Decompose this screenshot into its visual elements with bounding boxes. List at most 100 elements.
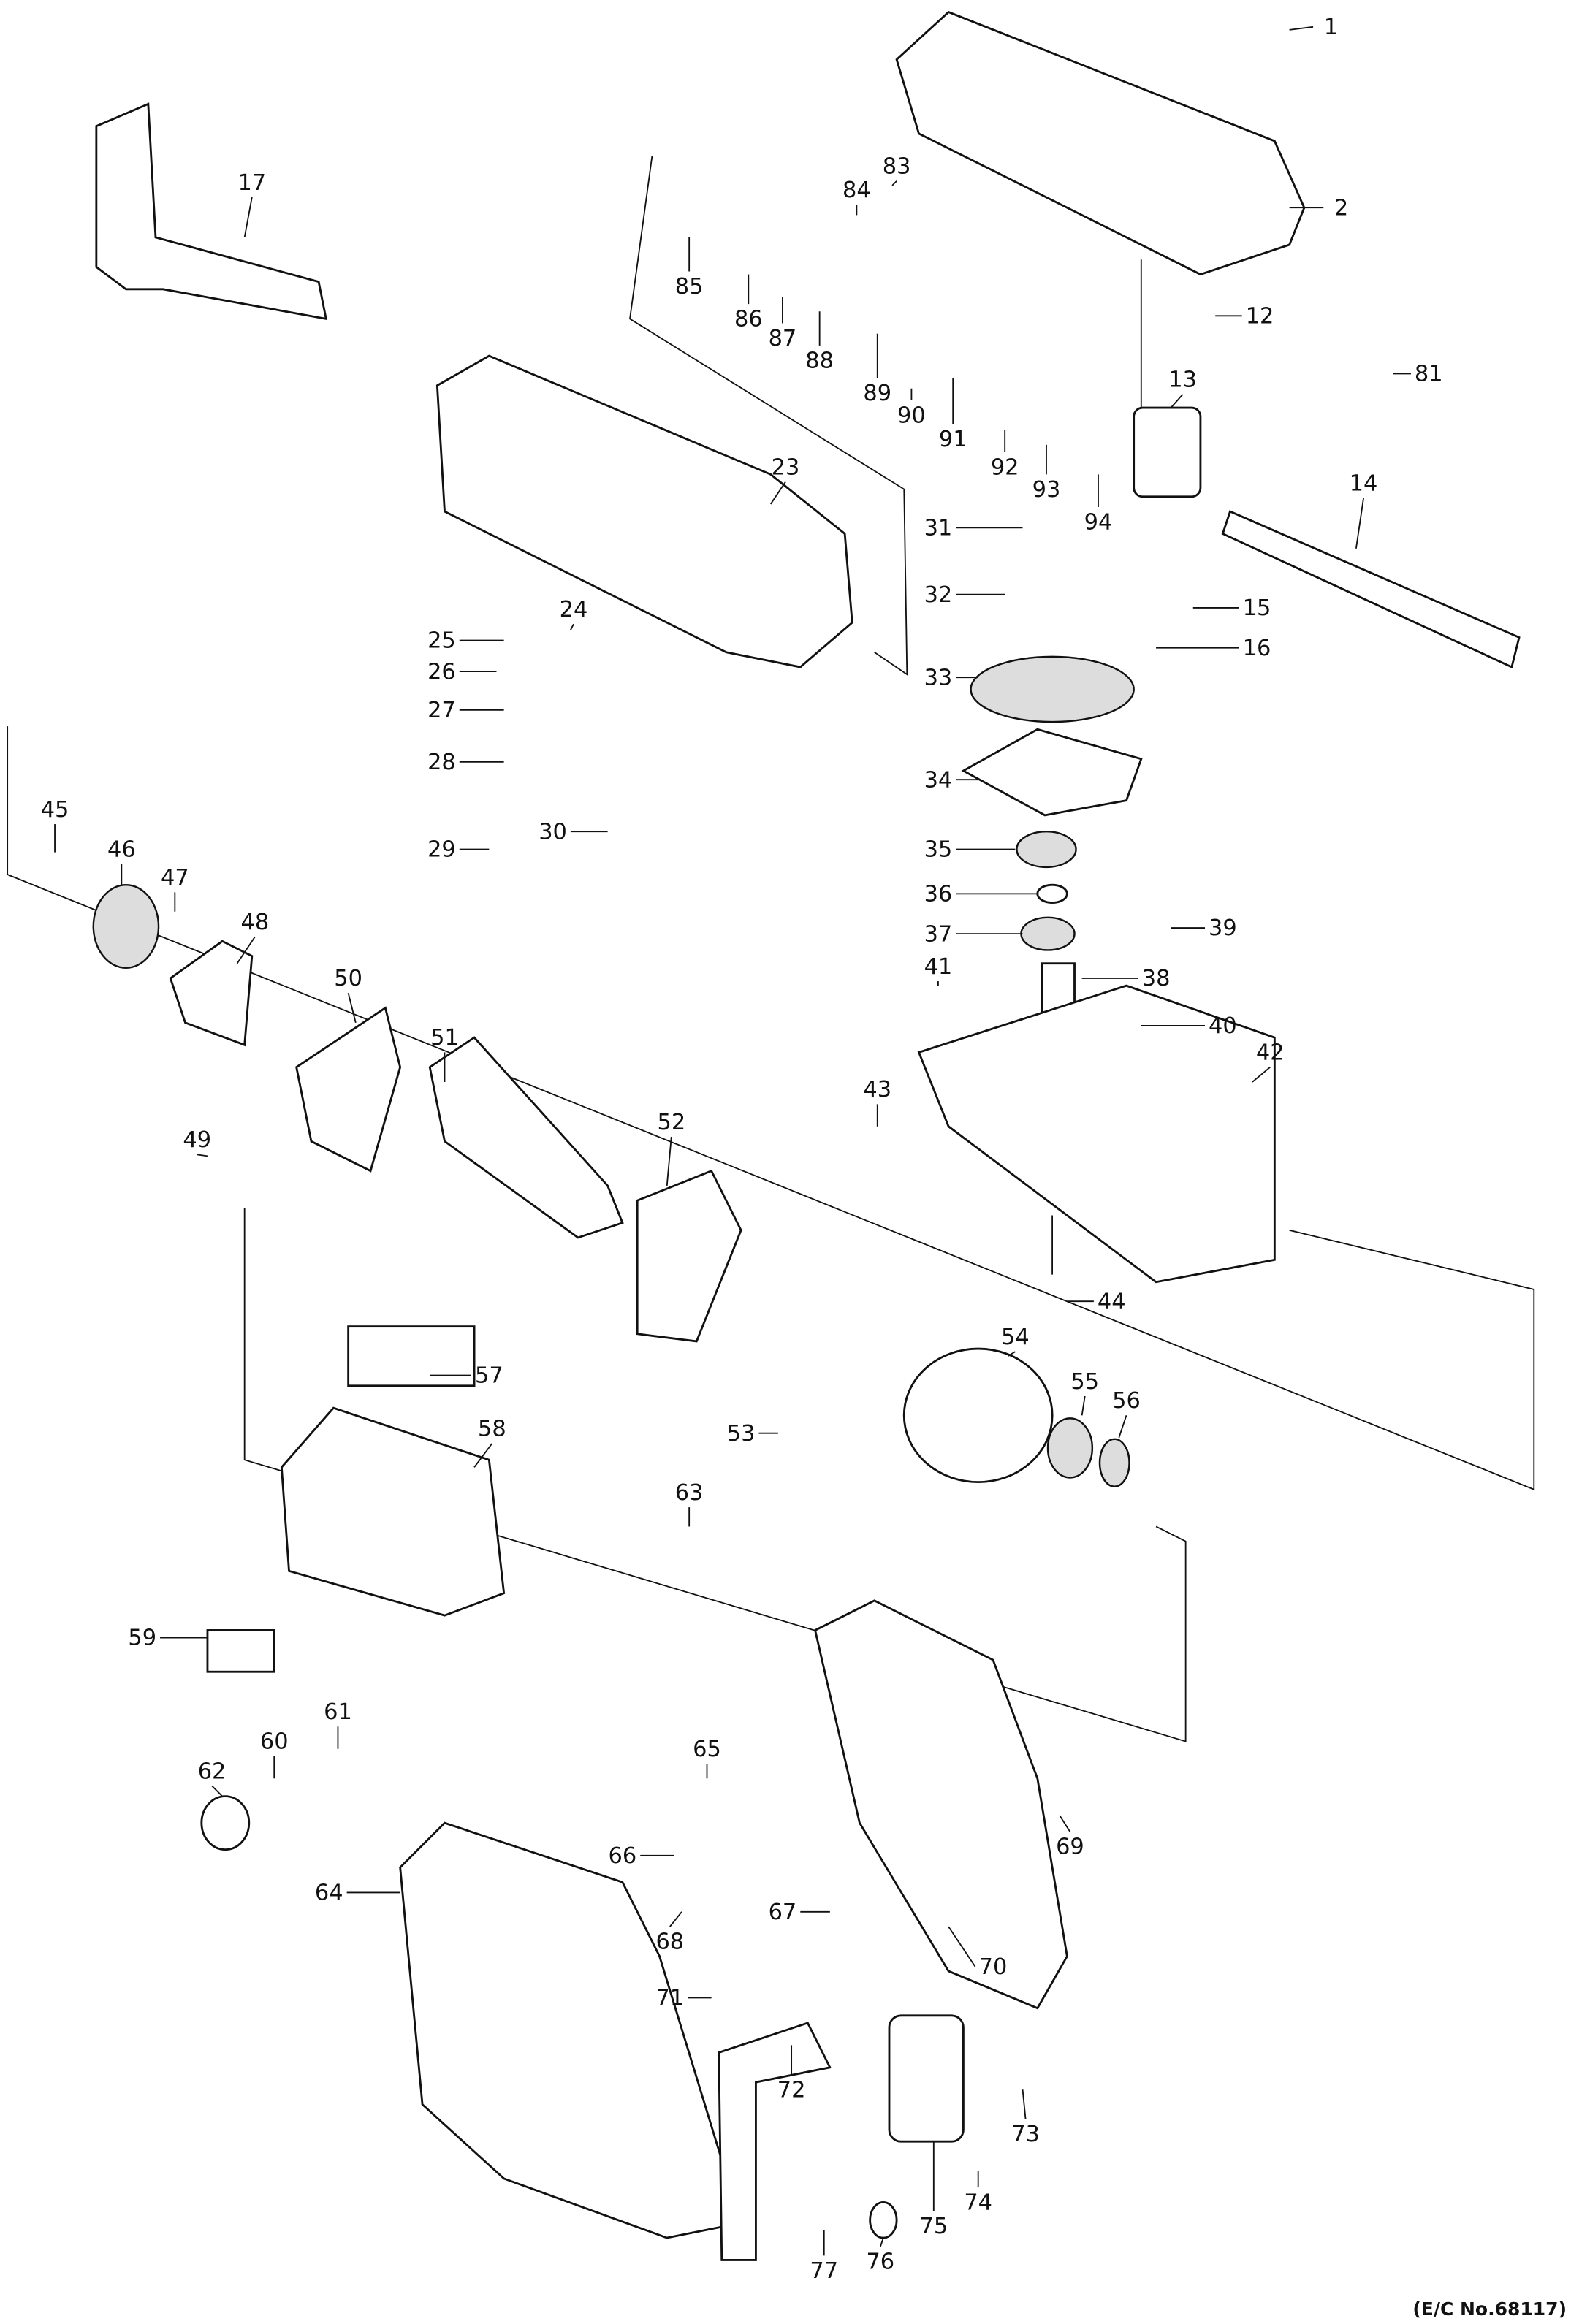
part-number-label-52: 52	[657, 1110, 685, 1135]
leader-line-13	[1170, 394, 1184, 408]
part-number-label-15: 15	[1243, 595, 1271, 621]
part-number-label-51: 51	[430, 1025, 459, 1051]
part-number-label-58: 58	[478, 1417, 506, 1442]
part-number-label-92: 92	[991, 454, 1019, 480]
part-number-label-64: 64	[315, 1881, 343, 1906]
part-75-switch	[888, 2014, 965, 2143]
part-number-label-93: 93	[1032, 477, 1061, 503]
part-number-label-50: 50	[334, 966, 362, 991]
part-number-label-14: 14	[1350, 471, 1378, 497]
part-number-label-48: 48	[241, 910, 270, 935]
leader-line-70	[948, 1926, 976, 1967]
part-number-label-23: 23	[772, 454, 800, 480]
leader-line-52	[666, 1136, 672, 1186]
part-42-gear-housing	[917, 984, 1276, 1284]
part-50-baffle	[295, 1006, 402, 1173]
part-33-gear	[970, 655, 1135, 723]
part-number-label-24: 24	[560, 597, 588, 622]
part-outlines	[92, 10, 1521, 2261]
part-number-label-77: 77	[810, 2258, 838, 2284]
leader-line-69	[1059, 1815, 1071, 1832]
part-number-label-36: 36	[924, 882, 953, 907]
part-number-label-66: 66	[609, 1843, 637, 1869]
part-23-gear-housing-cover	[435, 354, 853, 668]
part-number-label-86: 86	[734, 307, 763, 332]
leader-line-73	[1022, 2089, 1027, 2119]
part-46-bearing	[92, 883, 160, 969]
part-55	[1046, 1417, 1094, 1479]
assembly-group-frames	[7, 156, 1535, 1742]
part-number-label-71: 71	[655, 1986, 684, 2011]
part-number-label-28: 28	[427, 750, 456, 775]
part-2-cover	[895, 10, 1306, 276]
part-number-label-34: 34	[924, 767, 953, 793]
leader-line-83	[891, 180, 897, 186]
part-56	[1098, 1438, 1130, 1487]
part-number-label-68: 68	[655, 1929, 684, 1955]
part-number-label-62: 62	[198, 1759, 227, 1784]
part-number-label-63: 63	[675, 1480, 704, 1506]
part-number-label-75: 75	[919, 2214, 948, 2239]
part-48	[169, 940, 254, 1047]
leader-line-48	[236, 936, 256, 964]
part-number-label-53: 53	[727, 1421, 756, 1447]
part-number-label-38: 38	[1142, 966, 1171, 991]
part-number-label-46: 46	[107, 837, 136, 863]
part-34	[961, 728, 1143, 817]
leader-line-58	[473, 1443, 493, 1468]
part-number-label-26: 26	[427, 659, 456, 685]
part-number-label-87: 87	[769, 326, 797, 351]
part-number-label-39: 39	[1209, 915, 1237, 941]
part-number-labels: 1212131415161723242526272829303132333435…	[41, 15, 1443, 2284]
part-57-label	[347, 1325, 476, 1387]
part-number-label-73: 73	[1011, 2122, 1040, 2147]
part-59-label	[206, 1629, 275, 1673]
part-number-label-37: 37	[924, 921, 953, 947]
part-number-label-91: 91	[939, 427, 967, 452]
leader-line-42	[1252, 1066, 1271, 1083]
leader-line-1	[1289, 26, 1314, 31]
leader-line-54	[1007, 1351, 1016, 1357]
part-number-label-59: 59	[128, 1626, 156, 1651]
leader-line-23	[769, 481, 786, 505]
part-number-label-94: 94	[1084, 509, 1113, 535]
part-number-label-30: 30	[539, 819, 567, 845]
part-number-label-25: 25	[427, 628, 456, 654]
part-number-label-90: 90	[897, 403, 926, 428]
part-62	[200, 1795, 251, 1851]
part-number-label-42: 42	[1256, 1040, 1285, 1066]
part-number-label-74: 74	[964, 2190, 992, 2216]
part-76	[869, 2201, 898, 2239]
part-number-label-47: 47	[161, 865, 189, 891]
part-number-label-44: 44	[1098, 1289, 1126, 1314]
part-17-shoe	[95, 102, 328, 321]
part-13	[1133, 406, 1202, 498]
part-number-label-67: 67	[769, 1900, 797, 1925]
part-number-label-60: 60	[260, 1729, 289, 1755]
leader-line-56	[1118, 1415, 1127, 1439]
part-number-label-85: 85	[675, 274, 704, 300]
part-number-label-69: 69	[1056, 1835, 1084, 1860]
part-72	[718, 2022, 832, 2261]
part-number-label-43: 43	[863, 1077, 891, 1102]
leader-lines	[54, 26, 1411, 2256]
part-number-label-27: 27	[427, 698, 456, 723]
part-number-label-72: 72	[777, 2077, 806, 2103]
part-number-label-31: 31	[924, 516, 953, 541]
part-number-label-65: 65	[693, 1737, 721, 1762]
part-54-field	[902, 1347, 1054, 1484]
part-number-label-33: 33	[924, 665, 953, 690]
part-52	[636, 1169, 742, 1343]
part-number-label-16: 16	[1243, 636, 1271, 661]
leader-line-14	[1355, 498, 1364, 549]
part-number-label-88: 88	[805, 348, 834, 373]
part-number-label-84: 84	[842, 178, 871, 203]
part-number-label-35: 35	[924, 837, 953, 863]
part-number-label-45: 45	[41, 797, 69, 823]
part-36	[1036, 883, 1068, 904]
leader-line-76	[879, 2237, 884, 2247]
leader-line-55	[1081, 1395, 1086, 1416]
part-58-motor-housing	[280, 1406, 506, 1617]
part-number-label-54: 54	[1001, 1325, 1030, 1350]
part-number-label-70: 70	[979, 1954, 1008, 1980]
